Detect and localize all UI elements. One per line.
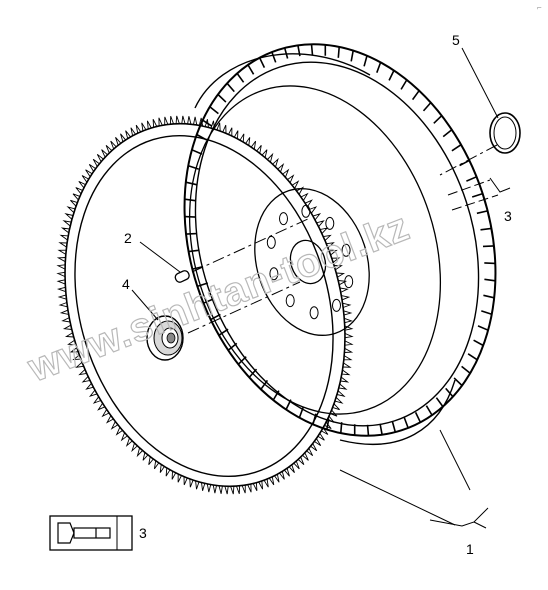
bolt-bracket [489,177,511,193]
bolt-quantity: 3 [139,525,147,541]
dowel-centerline [191,217,311,273]
callout-5: 5 [452,32,460,48]
hub-hole [279,212,288,226]
bolt-icon [57,522,111,544]
callout-3: 3 [504,208,512,224]
ring-centerline [439,144,498,176]
hub-bolt-holes [266,204,354,320]
hub-hole [269,267,279,281]
bolt-legend-box: 3 [49,515,147,551]
dowel-pin [174,270,190,283]
hub-hole [341,243,351,257]
ring-gear-tooth-path [56,115,354,495]
ring-gear-teeth [56,115,354,495]
bearing-centerline [187,281,301,334]
hub-hole [309,306,319,320]
corner-mark: ⌐ [537,3,542,12]
hub-hole [285,294,295,308]
hub-hole [266,235,276,249]
pilot-bearing [146,315,184,361]
callout-2: 2 [124,230,132,246]
retaining-ring [489,112,521,154]
leader-lines [131,47,499,529]
hub-hole [332,298,341,312]
callout-4: 4 [122,276,130,292]
hub-hole [325,216,335,230]
bolt-centerline [447,179,499,211]
callout-1: 1 [466,541,474,557]
ring-gear [56,115,354,495]
